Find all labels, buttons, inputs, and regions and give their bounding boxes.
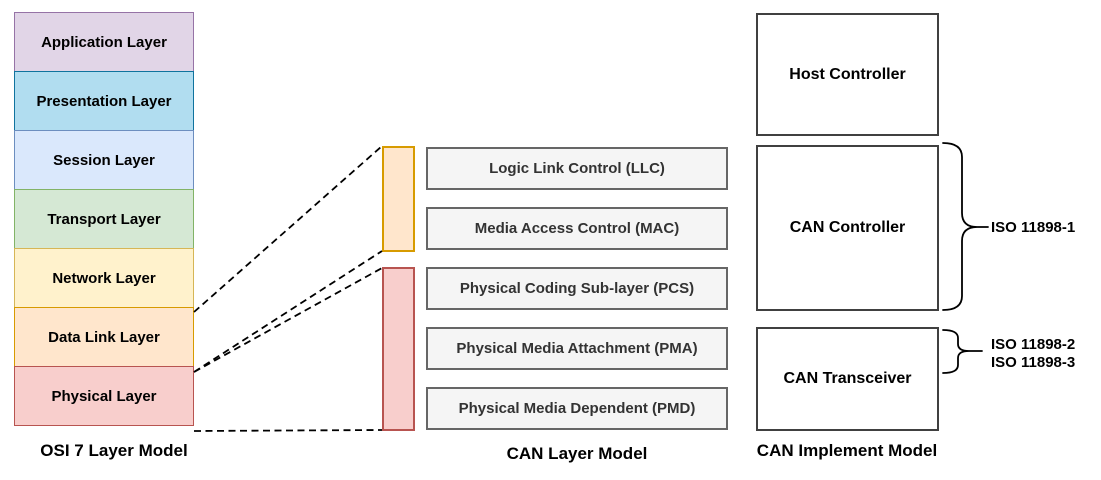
osi-stack-caption: OSI 7 Layer Model xyxy=(40,441,188,460)
osi-stack: Application Layer Presentation Layer Ses… xyxy=(14,12,194,426)
dashed-line-datalink-bottom xyxy=(193,250,383,373)
can-implement-caption: CAN Implement Model xyxy=(756,441,938,460)
can-box-label: Physical Coding Sub-layer (PCS) xyxy=(459,280,695,297)
impl-box-label: CAN Transceiver xyxy=(783,370,912,387)
osi-layer-transport: Transport Layer xyxy=(14,189,194,249)
can-box-pcs: Physical Coding Sub-layer (PCS) xyxy=(426,267,728,310)
osi-layer-datalink: Data Link Layer xyxy=(14,307,194,367)
dashed-line-datalink-top xyxy=(193,145,383,313)
iso-11898-3-line: ISO 11898-3 xyxy=(991,354,1076,371)
brace-iso-11898-2-3 xyxy=(942,329,983,374)
can-box-mac: Media Access Control (MAC) xyxy=(426,207,728,250)
host-controller-box: Host Controller xyxy=(756,13,939,136)
osi-layer-label: Transport Layer xyxy=(47,210,161,228)
osi-layer-session: Session Layer xyxy=(14,130,194,190)
osi-layer-label: Network Layer xyxy=(52,269,156,287)
can-layer-stack: Logic Link Control (LLC) Media Access Co… xyxy=(426,147,728,430)
iso-11898-2-3-label: ISO 11898-2 ISO 11898-3 xyxy=(991,336,1075,372)
osi-layer-label: Data Link Layer xyxy=(48,328,160,346)
can-box-label: Media Access Control (MAC) xyxy=(474,220,680,237)
osi-layer-application: Application Layer xyxy=(14,12,194,72)
iso-11898-2-line: ISO 11898-2 xyxy=(991,336,1076,353)
physical-expansion-bar xyxy=(382,267,415,431)
can-box-label: Physical Media Dependent (PMD) xyxy=(458,400,696,417)
dashed-line-physical-top xyxy=(193,267,383,373)
can-box-pmd: Physical Media Dependent (PMD) xyxy=(426,387,728,430)
osi-layer-presentation: Presentation Layer xyxy=(14,71,194,131)
can-transceiver-box: CAN Transceiver xyxy=(756,327,939,431)
osi-layer-network: Network Layer xyxy=(14,248,194,308)
datalink-expansion-bar xyxy=(382,146,415,252)
can-box-label: Physical Media Attachment (PMA) xyxy=(456,340,698,357)
dashed-line-physical-bottom xyxy=(193,429,383,432)
brace-iso-11898-1 xyxy=(942,142,989,311)
osi-layer-label: Session Layer xyxy=(53,151,155,169)
iso-11898-1-label: ISO 11898-1 xyxy=(991,219,1076,236)
osi-layer-label: Physical Layer xyxy=(51,387,157,405)
can-controller-box: CAN Controller xyxy=(756,145,939,311)
osi-layer-label: Application Layer xyxy=(41,33,167,51)
impl-box-label: CAN Controller xyxy=(789,219,906,236)
can-layer-caption: CAN Layer Model xyxy=(506,444,648,463)
can-box-llc: Logic Link Control (LLC) xyxy=(426,147,728,190)
impl-box-label: Host Controller xyxy=(789,65,906,83)
can-box-label: Logic Link Control (LLC) xyxy=(489,160,665,177)
osi-layer-label: Presentation Layer xyxy=(36,92,172,110)
osi-layer-physical: Physical Layer xyxy=(14,366,194,426)
can-box-pma: Physical Media Attachment (PMA) xyxy=(426,327,728,370)
